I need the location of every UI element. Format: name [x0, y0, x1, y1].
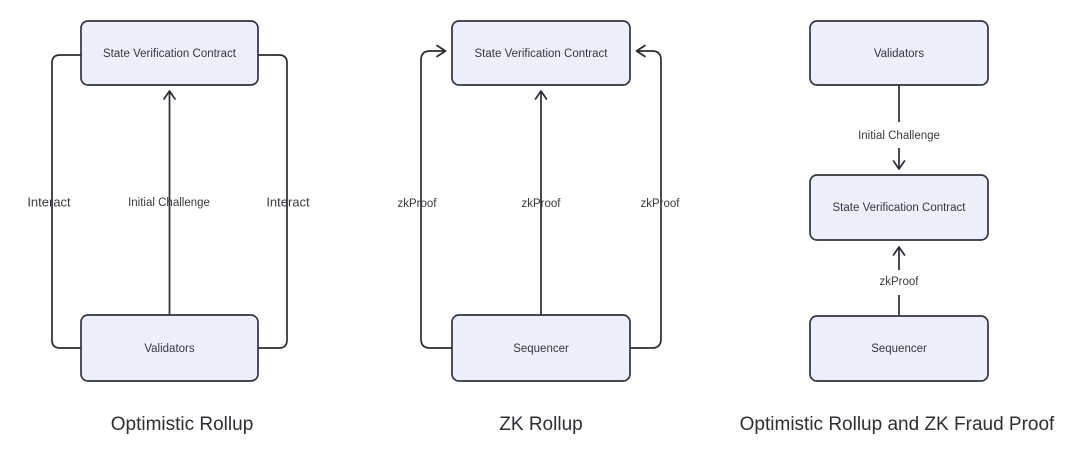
edge-right-interact-path — [258, 54, 288, 349]
arrowhead-left-zkproof-right-icon — [436, 44, 447, 58]
panel-optimistic-rollup: State Verification Contract Validators I… — [27, 20, 310, 435]
edge-label-initial-challenge: Initial Challenge — [128, 197, 210, 209]
edge-label-left-zkproof: zkProof — [398, 198, 438, 210]
edge-label-zkproof: zkProof — [880, 276, 920, 288]
node-state-verification-contract[interactable]: State Verification Contract — [809, 174, 989, 241]
node-validators[interactable]: Validators — [80, 314, 259, 382]
node-validators-label: Validators — [144, 343, 195, 355]
node-sequencer-label: Sequencer — [871, 343, 927, 355]
edge-label-left-interact: Interact — [27, 194, 71, 209]
panel-title-zk-rollup: ZK Rollup — [499, 414, 582, 435]
node-validators-label: Validators — [874, 48, 925, 60]
edge-label-initial-challenge: Initial Challenge — [858, 130, 940, 142]
node-validators[interactable]: Validators — [809, 20, 989, 86]
panel-title-optimistic-rollup-and-zk-fraud-proof: Optimistic Rollup and ZK Fraud Proof — [740, 414, 1055, 435]
node-state-verification-contract-label: State Verification Contract — [475, 48, 609, 60]
arrowhead-center-zkproof-up-icon — [534, 90, 548, 100]
node-state-verification-contract[interactable]: State Verification Contract — [451, 20, 631, 86]
arrowhead-right-zkproof-left-icon — [635, 44, 646, 58]
edge-left-zkproof-path — [420, 50, 452, 349]
node-state-verification-contract-label: State Verification Contract — [833, 202, 967, 214]
arrowhead-zkproof-up-icon — [892, 246, 906, 256]
panel-zk-rollup: State Verification Contract Sequencer zk… — [398, 20, 681, 435]
edge-left-interact-path — [51, 54, 81, 349]
node-validators-box — [809, 20, 989, 86]
node-state-verification-contract-box — [451, 20, 631, 86]
edge-label-right-interact: Interact — [266, 194, 310, 209]
node-sequencer-box — [809, 315, 989, 382]
edge-label-right-zkproof: zkProof — [641, 198, 681, 210]
node-state-verification-contract[interactable]: State Verification Contract — [80, 20, 259, 86]
node-sequencer-label: Sequencer — [513, 343, 569, 355]
node-validators-box — [80, 314, 259, 382]
edge-right-zkproof-path — [630, 50, 662, 349]
node-state-verification-contract-box — [809, 174, 989, 241]
panel-optimistic-rollup-and-zk-fraud-proof: Validators State Verification Contract S… — [740, 20, 1055, 435]
edge-label-center-zkproof: zkProof — [522, 198, 562, 210]
node-state-verification-contract-label: State Verification Contract — [103, 48, 237, 60]
panel-title-optimistic-rollup: Optimistic Rollup — [111, 414, 254, 435]
node-state-verification-contract-box — [80, 20, 259, 86]
node-sequencer[interactable]: Sequencer — [451, 314, 631, 382]
node-sequencer[interactable]: Sequencer — [809, 315, 989, 382]
arrowhead-initial-challenge-up-icon — [163, 90, 176, 100]
node-sequencer-box — [451, 314, 631, 382]
arrowhead-initial-challenge-down-icon — [892, 160, 906, 170]
